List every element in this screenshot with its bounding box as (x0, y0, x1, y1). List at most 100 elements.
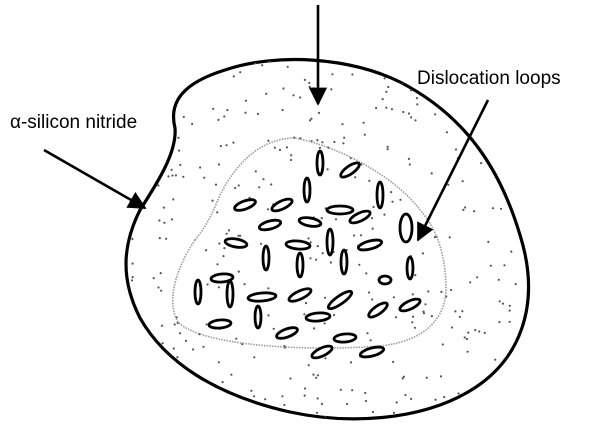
stipple-dot (320, 420, 322, 422)
stipple-dot (517, 372, 519, 374)
stipple-dot (365, 272, 367, 274)
stipple-dot (318, 112, 320, 114)
stipple-dot (532, 244, 534, 246)
stipple-dot (172, 198, 174, 200)
stipple-dot (121, 268, 123, 270)
stipple-dot (443, 396, 445, 398)
stipple-dot (234, 187, 236, 189)
stipple-dot (130, 181, 132, 183)
dislocation-loop (297, 253, 303, 277)
stipple-dot (156, 106, 158, 108)
stipple-dot (262, 178, 264, 180)
stipple-dot (170, 120, 172, 122)
stipple-dot (438, 103, 440, 105)
stipple-dot (119, 234, 121, 236)
stipple-dot (122, 187, 124, 189)
stipple-dot (353, 234, 355, 236)
stipple-dot (174, 323, 176, 325)
stipple-dot (131, 279, 133, 281)
stipple-dot (330, 88, 332, 90)
stipple-dot (454, 310, 456, 312)
stipple-dot (253, 395, 255, 397)
stipple-dot (226, 144, 228, 146)
stipple-dot (410, 89, 412, 91)
stipple-dot (387, 146, 389, 148)
stipple-dot (317, 397, 319, 399)
stipple-dot (484, 332, 486, 334)
stipple-dot (202, 346, 204, 348)
stipple-dot (269, 61, 271, 63)
dislocation-loop (209, 319, 232, 329)
stipple-dot (457, 392, 459, 394)
dislocation-loop (286, 240, 311, 250)
stipple-dot (172, 60, 174, 62)
stipple-dot (506, 93, 508, 95)
stipple-dot (190, 54, 192, 56)
stipple-dot (382, 98, 384, 100)
dislocation-loop (255, 306, 261, 328)
stipple-dot (157, 286, 159, 288)
stipple-dot (176, 59, 178, 61)
stipple-dot (530, 124, 532, 126)
stipple-dot (171, 387, 173, 389)
stipple-dot (488, 412, 490, 414)
stipple-dot (351, 73, 353, 75)
dislocation-loop (263, 246, 269, 270)
stipple-dot (162, 377, 164, 379)
stipple-dot (385, 91, 387, 93)
stipple-dot (322, 252, 324, 254)
stipple-dot (176, 356, 178, 358)
stipple-dot (390, 191, 392, 193)
stipple-dot (292, 94, 294, 96)
stipple-dot (309, 119, 311, 121)
stipple-dot (451, 326, 453, 328)
stipple-dot (544, 60, 546, 62)
stipple-dot (368, 291, 370, 293)
stipple-dot (161, 133, 163, 135)
stipple-dot (333, 141, 335, 143)
stipple-dot (230, 374, 232, 376)
stipple-dot (282, 87, 284, 89)
stipple-dot (159, 237, 161, 239)
stipple-dot (177, 137, 179, 139)
stipple-dot (321, 403, 323, 405)
stipple-dot (160, 290, 162, 292)
stipple-dot (222, 381, 224, 383)
stipple-dot (422, 59, 424, 61)
stipple-dot (502, 303, 504, 305)
stipple-dot (223, 247, 225, 249)
stipple-dot (459, 105, 461, 107)
stipple-dot (532, 377, 534, 379)
stipple-dot (237, 420, 239, 422)
stipple-dot (228, 229, 230, 231)
stipple-dot (152, 380, 154, 382)
stipple-dot (476, 276, 478, 278)
stipple-dot (480, 407, 482, 409)
stipple-dot (416, 103, 418, 105)
stipple-dot (216, 211, 218, 213)
stipple-dot (123, 334, 125, 336)
stipple-dot (153, 379, 155, 381)
stipple-dot (464, 336, 466, 338)
dislocation-loop (400, 214, 412, 242)
stipple-dot (207, 283, 209, 285)
stipple-dot (363, 122, 365, 124)
stipple-dot (257, 113, 259, 115)
stipple-dot (515, 283, 517, 285)
stipple-dot (218, 242, 220, 244)
stipple-dot (255, 170, 257, 172)
stipple-dot (192, 419, 194, 421)
stipple-dot (446, 131, 448, 133)
stipple-dot (500, 208, 502, 210)
stipple-dot (523, 413, 525, 415)
stipple-dot (466, 338, 468, 340)
stipple-dot (357, 63, 359, 65)
stipple-dot (226, 109, 228, 111)
stipple-dot (485, 383, 487, 385)
stipple-dot (289, 377, 291, 379)
stipple-dot (160, 272, 162, 274)
stipple-dot (307, 237, 309, 239)
stipple-dot (270, 183, 272, 185)
stipple-dot (414, 327, 416, 329)
stipple-dot (283, 404, 285, 406)
